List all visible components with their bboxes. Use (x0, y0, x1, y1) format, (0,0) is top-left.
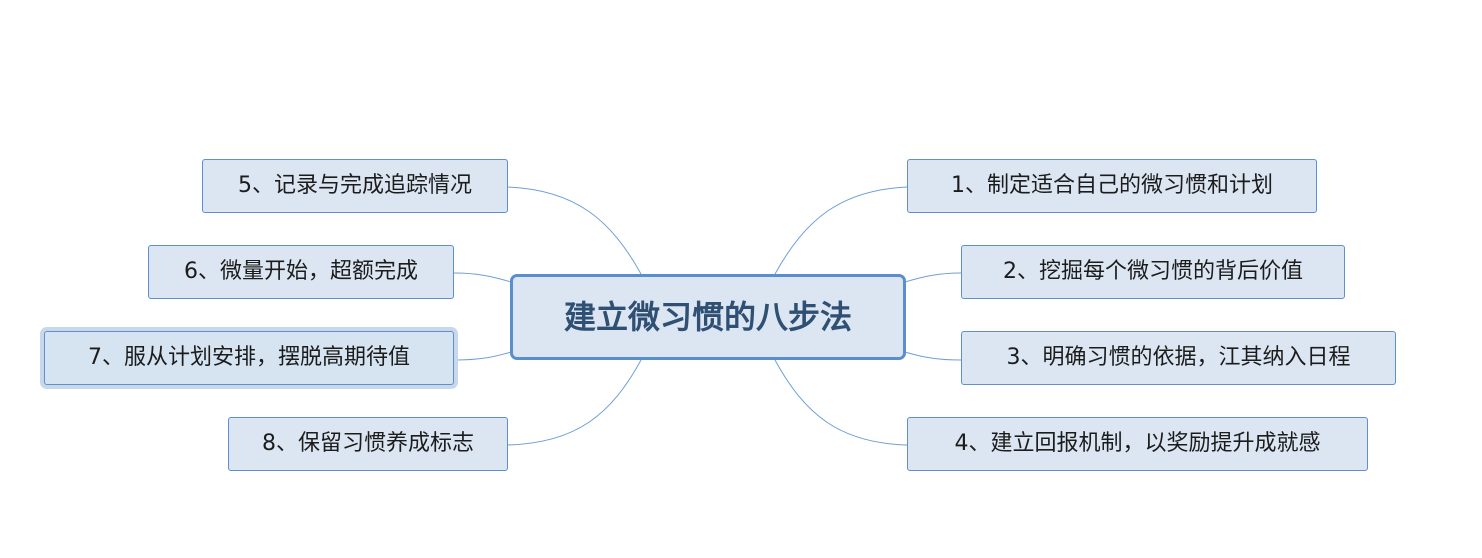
connector-branch-6 (453, 272, 512, 283)
central-topic[interactable]: 建立微习惯的八步法 (510, 274, 906, 360)
connector-branch-7 (453, 351, 512, 361)
branch-topic-6[interactable]: 6、微量开始，超额完成 (148, 245, 454, 299)
branch-topic-1[interactable]: 1、制定适合自己的微习惯和计划 (907, 159, 1317, 213)
branch-topic-5[interactable]: 5、记录与完成追踪情况 (202, 159, 508, 213)
connector-branch-4 (774, 359, 908, 446)
connector-branch-3 (904, 351, 962, 361)
branch-topic-8[interactable]: 8、保留习惯养成标志 (228, 417, 508, 471)
branch-topic-3[interactable]: 3、明确习惯的依据，江其纳入日程 (961, 331, 1396, 385)
connector-branch-2 (904, 272, 962, 283)
branch-topic-2[interactable]: 2、挖掘每个微习惯的背后价值 (961, 245, 1345, 299)
connector-branch-1 (774, 186, 908, 275)
connector-branch-5 (507, 186, 642, 275)
connector-branch-8 (507, 359, 642, 446)
branch-topic-4[interactable]: 4、建立回报机制，以奖励提升成就感 (907, 417, 1368, 471)
branch-topic-7[interactable]: 7、服从计划安排，摆脱高期待值 (44, 331, 454, 385)
